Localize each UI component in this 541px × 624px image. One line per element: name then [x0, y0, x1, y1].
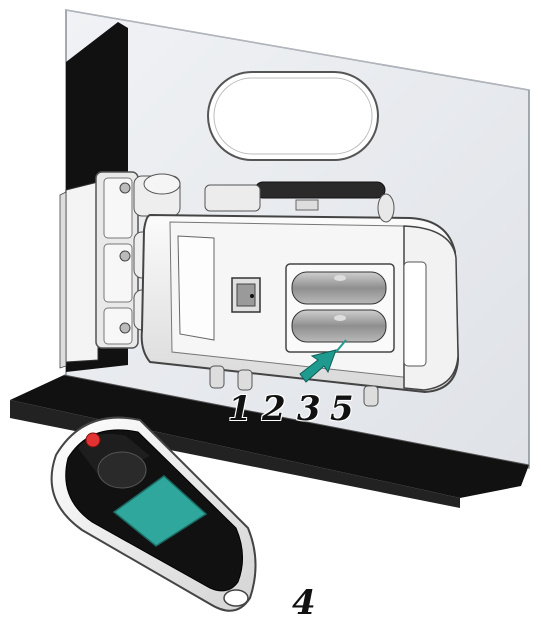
callout-4: 4: [292, 586, 316, 620]
remote-button-icon: [86, 433, 100, 447]
panel-slot: [208, 72, 378, 160]
callout-1: 1: [228, 392, 252, 426]
battery-bottom: [292, 310, 386, 342]
battery-compartment: [286, 264, 394, 352]
callout-2: 2: [262, 392, 286, 426]
callout-3: 3: [297, 392, 321, 426]
callout-5: 5: [330, 392, 354, 426]
